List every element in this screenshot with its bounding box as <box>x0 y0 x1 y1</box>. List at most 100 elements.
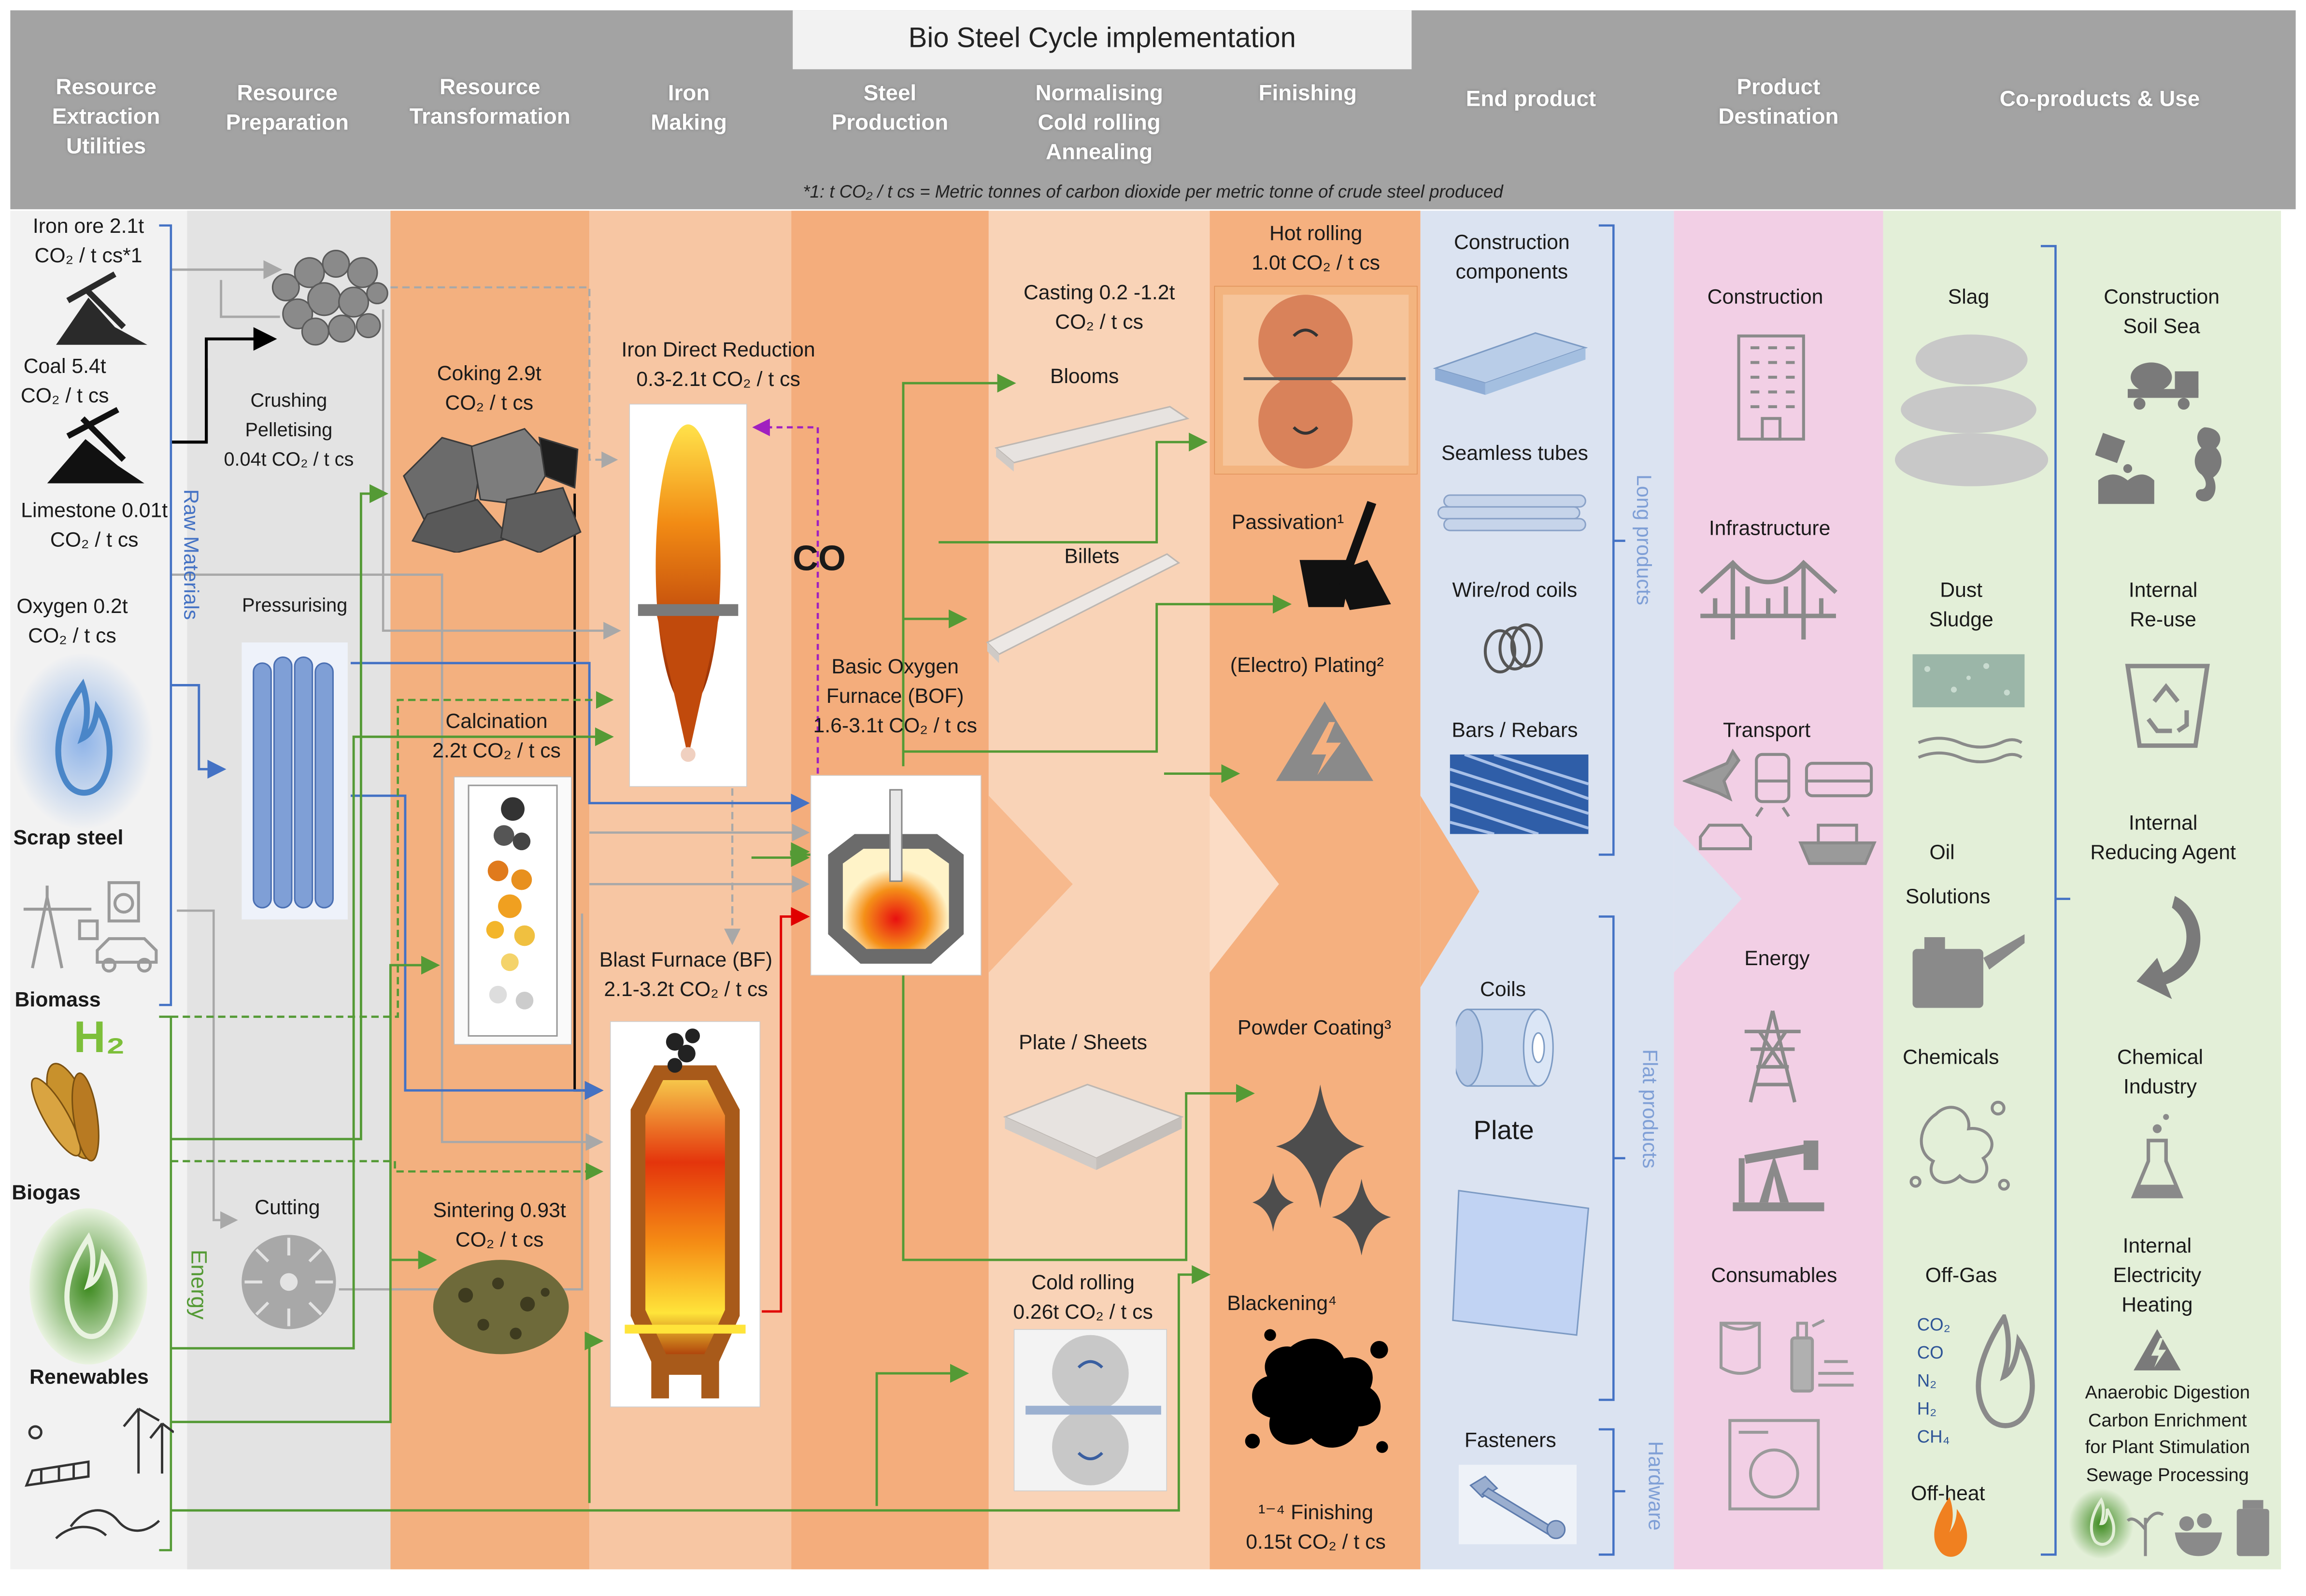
biomass-label: Biomass <box>14 987 101 1011</box>
bloom-bar-icon <box>994 406 1190 472</box>
offgas-label: Off-Gas <box>1925 1263 1997 1287</box>
i-beam-icon <box>1433 332 1588 395</box>
wire-rod-label: Wire/rod coils <box>1452 577 1578 601</box>
bof-label: Basic Oxygen Furnace (BOF) 1.6-3.1t CO₂ … <box>813 654 977 737</box>
building-icon <box>1737 334 1805 441</box>
scrap-appliances-icon <box>23 881 158 973</box>
saw-blade-icon <box>242 1235 336 1329</box>
direct-reduction-furnace-icon <box>629 403 747 787</box>
plate-sheets-label: Plate / Sheets <box>1019 1030 1148 1054</box>
footnote: *1: t CO₂ / t cs = Metric tonnes of carb… <box>803 181 1503 202</box>
renewables-icon <box>25 1408 174 1539</box>
casting-label: Casting 0.2 -1.2t CO₂ / t cs <box>1023 280 1175 333</box>
sludge-icon <box>1912 654 2025 764</box>
calcination-kiln-icon <box>454 776 572 1045</box>
billet-bar-icon <box>986 553 1181 663</box>
column-header-coproducts: Co-products & Use <box>1999 86 2200 112</box>
hot-roller-icon <box>1214 285 1418 475</box>
iron-ore-label: Iron ore 2.1t CO₂ / t cs*1 <box>32 214 144 267</box>
long-products-label: Long products <box>1632 474 1656 605</box>
chemical-splash-icon <box>1909 1100 2010 1191</box>
mixer-truck-icon <box>2127 362 2199 410</box>
dest-construction-label: Construction <box>1707 284 1823 308</box>
blooms-label: Blooms <box>1050 364 1119 388</box>
passivation-label: Passivation¹ <box>1231 510 1344 534</box>
sintering-label: Sintering 0.93t CO₂ / t cs <box>433 1198 566 1251</box>
curved-arrow-icon <box>2136 896 2201 999</box>
column-header-end-product: End product <box>1466 86 1596 112</box>
powder-coating-label: Powder Coating³ <box>1237 1015 1392 1039</box>
pickaxe-icon <box>56 271 148 345</box>
billets-label: Billets <box>1064 543 1120 568</box>
h2-label: H₂ <box>73 1013 126 1063</box>
electric-hazard-icon <box>1276 701 1374 781</box>
bridge-icon <box>1699 559 1838 640</box>
oil-label: Oil <box>1929 840 1955 864</box>
transport-icon <box>1682 748 1877 865</box>
rebar-bundle-icon <box>1450 754 1589 834</box>
solutions-label: Solutions <box>1905 884 1991 908</box>
bars-label: Bars / Rebars <box>1452 717 1578 741</box>
electric-warning-icon <box>2134 1329 2181 1370</box>
pellets-icon <box>271 250 388 346</box>
coil-roll-icon <box>1455 1009 1554 1087</box>
flat-products-label: Flat products <box>1638 1049 1662 1168</box>
column-header-normalising: Normalising Cold rolling Annealing <box>1035 81 1163 165</box>
bof-converter-icon <box>810 775 982 976</box>
heat-flame-icon <box>1934 1497 1967 1557</box>
coking-label: Coking 2.9t CO₂ / t cs <box>437 361 541 414</box>
bolt-icon <box>1458 1465 1577 1544</box>
column-header-preparation: Resource Preparation <box>226 81 349 136</box>
seamless-tubes-label: Seamless tubes <box>1441 441 1588 464</box>
flask-icon <box>2131 1114 2184 1198</box>
cutting-label: Cutting <box>255 1195 320 1219</box>
calcination-label: Calcination 2.2t CO₂ / t cs <box>432 709 561 762</box>
fasteners-label: Fasteners <box>1464 1427 1556 1452</box>
dest-energy-label: Energy <box>1744 946 1810 970</box>
ink-splat-icon <box>1245 1329 1388 1453</box>
wire-coil-icon <box>1483 623 1543 674</box>
oxygen-label: Oxygen 0.2t CO₂ / t cs <box>16 594 128 647</box>
use-anaerobic-label: Anaerobic Digestion Carbon Enrichment fo… <box>2085 1382 2250 1485</box>
plating-label: (Electro) Plating² <box>1230 653 1384 677</box>
coal-label: Coal 5.4t CO₂ / t cs <box>20 354 109 407</box>
dust-sludge-label: Dust Sludge <box>1929 577 1993 631</box>
coal-mining-icon <box>47 407 144 484</box>
plate-sheet-blue-icon <box>1452 1190 1590 1336</box>
pylon-icon <box>1744 1010 1801 1103</box>
gases-list: CO₂ CO N₂ H₂ CH₄ <box>1917 1314 1950 1447</box>
finishing-total-label: ¹⁻⁴ Finishing 0.15t CO₂ / t cs <box>1246 1500 1386 1553</box>
plate-sheet-icon <box>1003 1083 1184 1170</box>
recycle-bin-icon <box>2125 664 2210 748</box>
slag-label: Slag <box>1948 284 1990 308</box>
corn-icon <box>30 1063 100 1162</box>
oil-can-icon <box>1912 934 2025 1008</box>
limestone-label: Limestone 0.01t CO₂ / t cs <box>21 498 168 551</box>
use-chemical-label: Chemical Industry <box>2117 1044 2204 1098</box>
renewable-flame-icon <box>29 1208 148 1365</box>
bio-products-icon <box>2068 1488 2269 1559</box>
cleaning-bucket-icon <box>1299 501 1391 610</box>
slag-stones-icon <box>1894 334 2049 486</box>
gas-flame-icon <box>1976 1314 2035 1428</box>
dest-consumables-label: Consumables <box>1711 1263 1837 1287</box>
blast-furnace-icon <box>610 1021 761 1408</box>
column-header-ironmaking: Iron Making <box>651 81 727 136</box>
blackening-label: Blackening⁴ <box>1227 1291 1337 1315</box>
use-electricity-label: Internal Electricity Heating <box>2113 1233 2202 1316</box>
column-header-finishing: Finishing <box>1258 81 1357 106</box>
crushing-label: Crushing Pelletising 0.04t CO₂ / t cs <box>224 389 354 470</box>
tubes-icon <box>1437 494 1586 531</box>
column-header-extraction: Resource Extraction Utilities <box>52 75 160 159</box>
blast-furnace-label: Blast Furnace (BF) 2.1-3.2t CO₂ / t cs <box>599 947 773 1001</box>
chemicals-label: Chemicals <box>1903 1044 1999 1069</box>
dest-infrastructure-label: Infrastructure <box>1708 515 1831 540</box>
sparkle-icon <box>1252 1084 1391 1256</box>
pressurising-label: Pressurising <box>242 594 348 616</box>
cold-rolling-label: Cold rolling 0.26t CO₂ / t cs <box>1013 1270 1153 1324</box>
column-header-destination: Product Destination <box>1718 75 1839 130</box>
column-header-transformation: Resource Transformation <box>409 75 570 130</box>
